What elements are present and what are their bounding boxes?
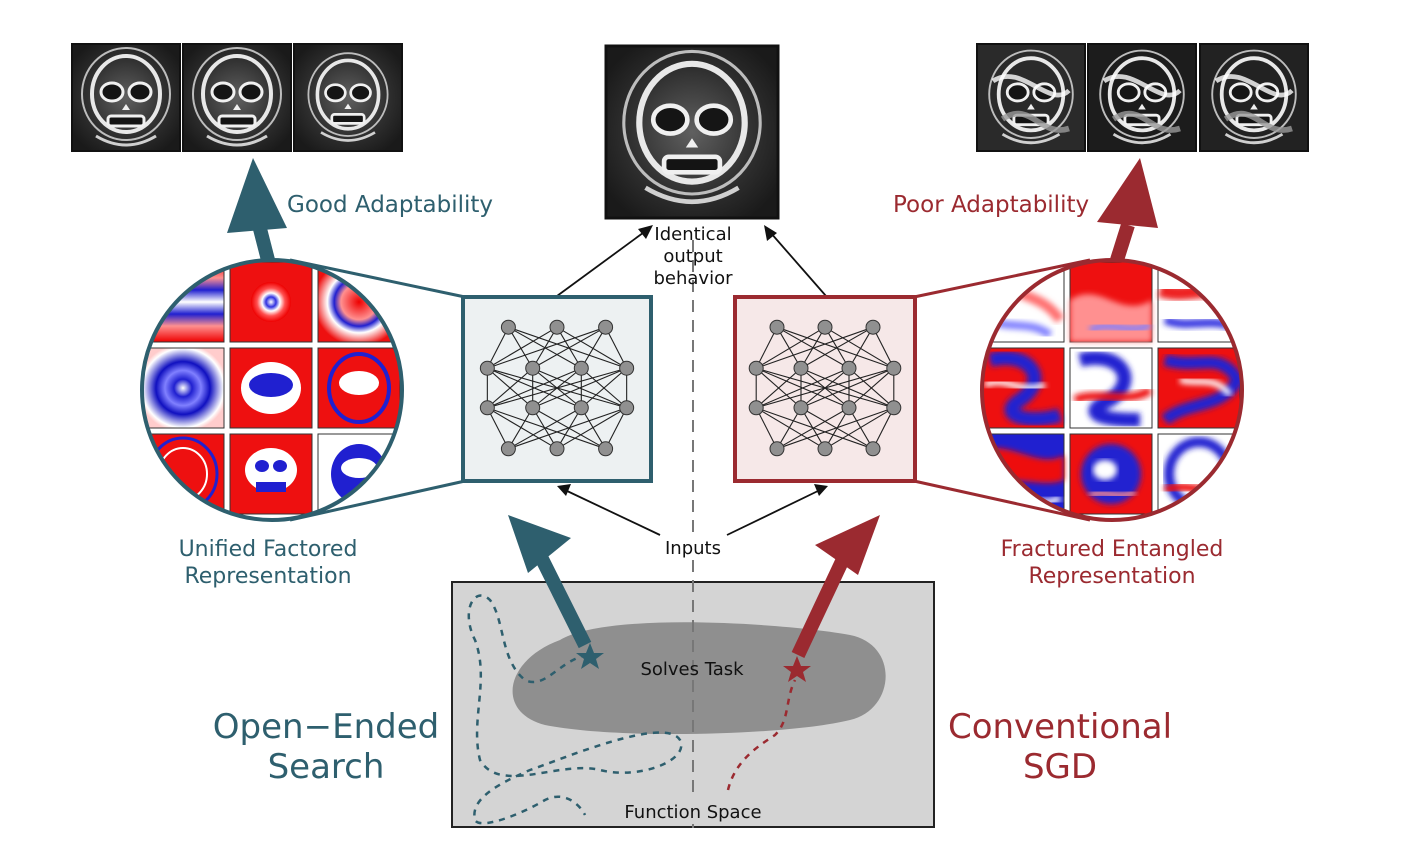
skull-image <box>1099 49 1185 145</box>
solves-task-label: Solves Task <box>640 659 744 680</box>
network-node <box>841 360 857 376</box>
network-node <box>500 441 516 457</box>
skull-image <box>307 52 389 142</box>
network-node <box>886 400 902 416</box>
network-node <box>619 400 635 416</box>
network-node <box>525 360 541 376</box>
network-node <box>817 441 833 457</box>
network-node <box>549 319 565 335</box>
arrow-search-to-network <box>533 551 592 649</box>
network-node <box>793 400 809 416</box>
arrow-head-left <box>508 515 571 573</box>
star-icon <box>576 643 604 669</box>
unified-factored-label-1: Unified Factored <box>179 537 358 562</box>
network-node <box>865 441 881 457</box>
fractured-entangled-label-1: Fractured Entangled <box>1001 537 1224 562</box>
network-node <box>479 400 495 416</box>
skull-image <box>1211 49 1297 145</box>
arrow-right-to-output <box>769 231 827 297</box>
poor-adaptability-arrow <box>1110 222 1135 263</box>
conventional-sgd-label-2: SGD <box>1023 747 1097 787</box>
neural-network-icon <box>748 319 902 457</box>
network-node <box>549 441 565 457</box>
identical-output-label-1: Identical <box>654 224 731 245</box>
network-node <box>598 441 614 457</box>
output-image-frame <box>604 44 780 220</box>
output-skull-image <box>622 49 762 204</box>
network-node <box>525 400 541 416</box>
function-space-label: Function Space <box>624 802 761 823</box>
network-node <box>841 400 857 416</box>
network-node <box>769 319 785 335</box>
arrow-sgd-to-network <box>791 552 852 658</box>
skull-image <box>81 47 171 147</box>
zoom-line-right-bottom <box>913 479 1091 522</box>
open-ended-search-label-2: Search <box>268 747 385 787</box>
solves-task-region <box>512 622 886 735</box>
poor-adaptation-thumbnails <box>976 43 1309 152</box>
identical-output-label-2: output <box>663 246 722 267</box>
arrow-inputs-left <box>564 489 661 536</box>
zoom-line-left-top <box>289 258 466 299</box>
network-node <box>619 360 635 376</box>
neural-network-icon <box>479 319 635 457</box>
good-adaptability-arrow-head <box>227 158 287 233</box>
network-node <box>573 400 589 416</box>
network-node <box>886 360 902 376</box>
good-adaptability-label: Good Adaptability <box>287 192 493 218</box>
zoom-line-left-bottom <box>289 479 466 522</box>
unified-representation-grid <box>142 260 402 520</box>
network-node <box>748 360 764 376</box>
open-ended-search-label-1: Open−Ended <box>213 707 439 747</box>
skull-image <box>622 49 762 204</box>
network-node <box>598 319 614 335</box>
network-node <box>573 360 589 376</box>
arrow-head-right <box>815 515 880 575</box>
conventional-sgd-label-1: Conventional <box>948 707 1172 747</box>
good-adaptability-arrow <box>252 223 275 262</box>
star-icon <box>783 656 811 682</box>
zoom-circle-right <box>980 258 1244 522</box>
identical-output-label-3: behavior <box>653 268 733 289</box>
good-adaptation-thumbnails <box>71 43 403 152</box>
poor-adaptability-label: Poor Adaptability <box>893 192 1089 218</box>
poor-adaptability-arrow-head <box>1097 158 1158 228</box>
inputs-label: Inputs <box>665 538 721 559</box>
fractured-entangled-label-2: Representation <box>1028 564 1195 589</box>
zoom-line-right-top <box>913 258 1091 299</box>
network-node <box>479 360 495 376</box>
network-node <box>865 319 881 335</box>
network-node <box>793 360 809 376</box>
unified-factored-label-2: Representation <box>184 564 351 589</box>
network-node <box>817 319 833 335</box>
network-node <box>748 400 764 416</box>
skull-image <box>988 49 1074 145</box>
arrow-inputs-right <box>726 489 821 536</box>
open-ended-search-path <box>467 594 683 825</box>
skull-image <box>192 47 282 147</box>
arrow-left-to-output <box>556 229 648 297</box>
zoom-circle-left <box>140 258 404 522</box>
network-node <box>500 319 516 335</box>
network-node <box>769 441 785 457</box>
sgd-path <box>726 679 797 791</box>
